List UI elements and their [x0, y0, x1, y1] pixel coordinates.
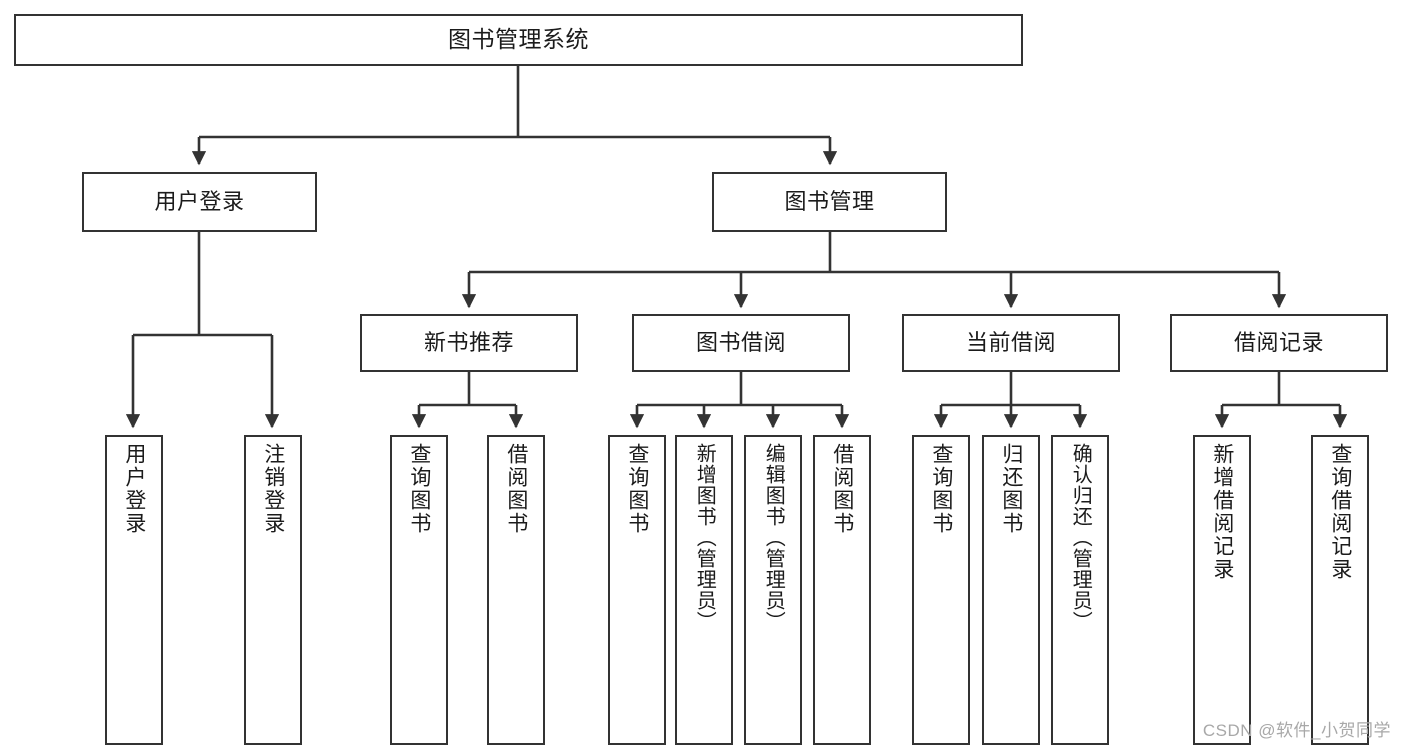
- node-root-system[interactable]: 图书管理系统: [14, 14, 1023, 66]
- node-book-management[interactable]: 图书管理: [712, 172, 947, 232]
- leaf-user-login-signin[interactable]: 用户登录: [105, 435, 163, 745]
- node-new-book-recommend[interactable]: 新书推荐: [360, 314, 578, 372]
- node-current-borrow[interactable]: 当前借阅: [902, 314, 1120, 372]
- leaf-current-borrow-query-book[interactable]: 查询图书: [912, 435, 970, 745]
- watermark-text: CSDN @软件_小贺同学: [1202, 721, 1391, 740]
- leaf-borrow-record-add-record[interactable]: 新增借阅记录: [1193, 435, 1251, 745]
- leaf-user-login-signout[interactable]: 注销登录: [244, 435, 302, 745]
- node-borrow-record[interactable]: 借阅记录: [1170, 314, 1388, 372]
- leaf-book-borrow-query-book[interactable]: 查询图书: [608, 435, 666, 745]
- leaf-new-book-borrow-book[interactable]: 借阅图书: [487, 435, 545, 745]
- leaf-book-borrow-borrow-book[interactable]: 借阅图书: [813, 435, 871, 745]
- leaf-borrow-record-query-record[interactable]: 查询借阅记录: [1311, 435, 1369, 745]
- leaf-book-borrow-add-book-admin[interactable]: 新增图书（管理员）: [675, 435, 733, 745]
- leaf-book-borrow-edit-book-admin[interactable]: 编辑图书（管理员）: [744, 435, 802, 745]
- leaf-new-book-query-book[interactable]: 查询图书: [390, 435, 448, 745]
- node-book-borrow[interactable]: 图书借阅: [632, 314, 850, 372]
- leaf-current-borrow-confirm-return-admin[interactable]: 确认归还（管理员）: [1051, 435, 1109, 745]
- leaf-current-borrow-return-book[interactable]: 归还图书: [982, 435, 1040, 745]
- node-user-login[interactable]: 用户登录: [82, 172, 317, 232]
